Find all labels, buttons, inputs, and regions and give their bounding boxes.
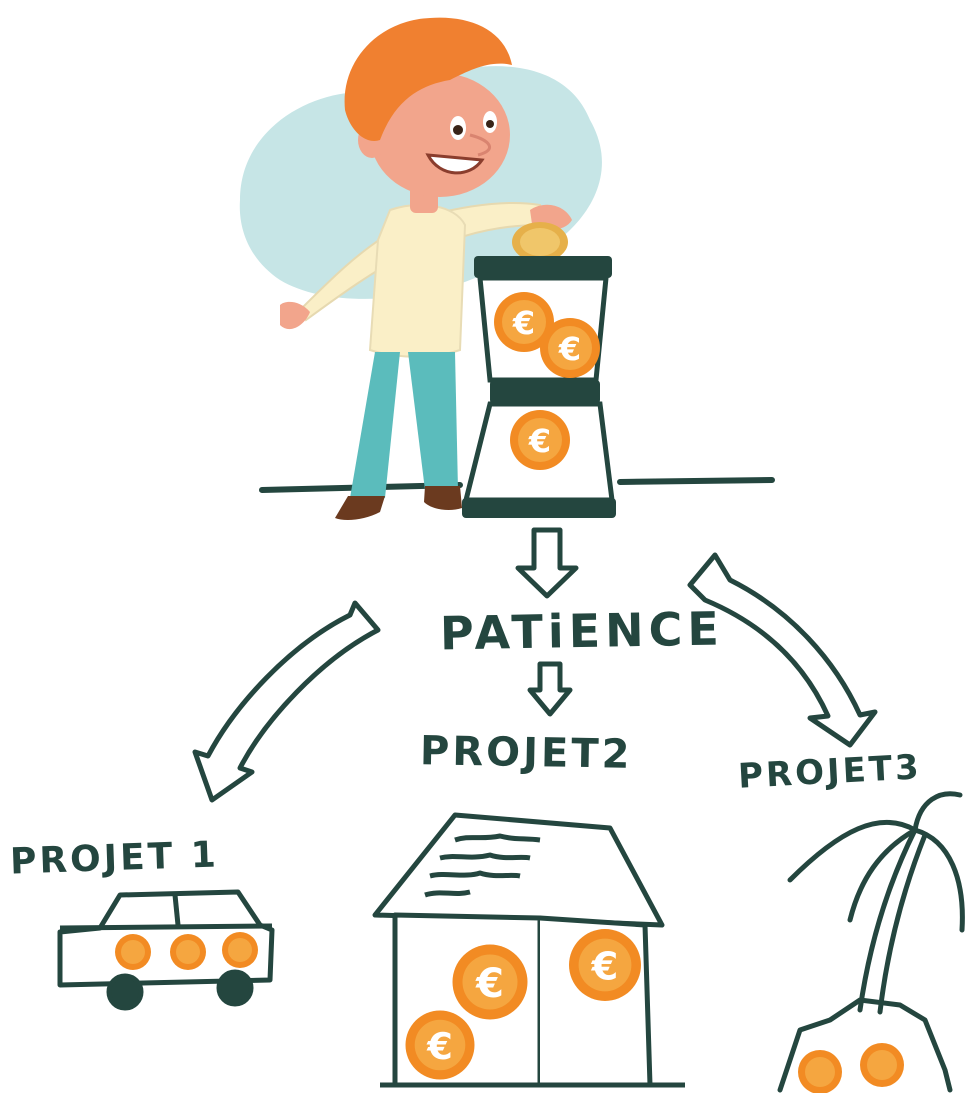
arrow-left	[192, 600, 381, 803]
palm-tree-icon	[777, 791, 965, 1093]
island-coins	[798, 1043, 904, 1093]
euro-coin-icon	[510, 410, 570, 470]
car-icon	[57, 889, 275, 1011]
falling-coin	[512, 222, 568, 262]
car-coins	[115, 932, 258, 970]
patience-label: PATiENCE	[439, 601, 725, 661]
arrow-down	[515, 527, 579, 599]
arrow-down-small	[527, 661, 573, 717]
projet1-label: PROJET 1	[9, 834, 220, 883]
boy-character	[280, 17, 572, 520]
arrow-right	[687, 552, 878, 748]
projet2-label: PROJET2	[419, 728, 633, 778]
euro-coin-icon	[540, 318, 600, 378]
coin-hourglass	[462, 256, 616, 518]
